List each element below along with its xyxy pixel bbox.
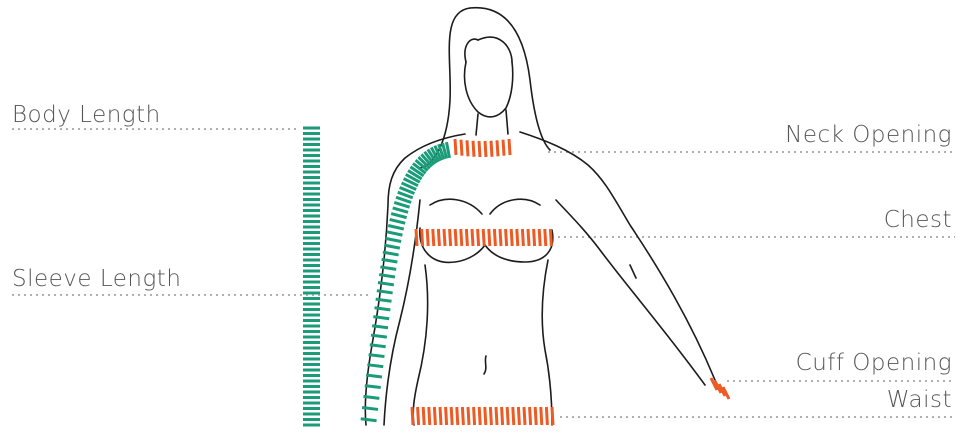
waist-dash [541,407,542,425]
chest-dash [433,229,434,246]
waist-dash [457,407,458,425]
sleeve-length-dash [376,299,392,301]
waist-dash [474,407,475,425]
waist-dash [530,407,531,425]
sleeve-length-dash [377,291,393,293]
waist-dash [490,407,491,425]
sleeve-length-dash [373,317,389,319]
waist-label: Waist [887,389,952,412]
neck-opening-dash [497,140,498,156]
chest-dash [550,229,551,246]
chest-marker [416,229,551,246]
sleeve-length-label: Sleeve Length [12,268,181,291]
sleeve-length-dash [396,197,411,202]
sleeve-length-dash [365,386,381,388]
waist-dash [434,407,435,425]
body-length-marker [303,128,320,425]
waist-marker [412,407,553,425]
neck-opening-label: Neck Opening [785,124,952,147]
waist-dash [446,407,447,425]
chest-dash [450,229,451,246]
body-silhouette-figure [365,8,715,425]
chest-dash [511,229,512,246]
sleeve-length-dash [370,345,386,347]
neck-opening-dash [455,139,456,155]
neck-opening-marker [455,139,510,157]
neck-opening-dash [473,141,474,157]
chest-dash [478,229,479,246]
sleeve-length-dash [393,208,408,212]
cuff-opening-marker [711,378,729,399]
waist-dash [423,407,424,425]
chest-dash [444,229,445,246]
sleeve-length-dash [388,225,404,229]
sleeve-length-dash [384,245,400,248]
waist-dash [418,407,419,425]
chest-dash [494,229,495,246]
neck-opening-dash [485,141,486,157]
chest-dash [483,229,484,246]
waist-dash [440,407,441,425]
waist-dash [507,407,508,425]
chest-dash [472,229,473,246]
neck-opening-dash [479,141,480,157]
sleeve-length-dash [372,326,388,328]
waist-dash [502,407,503,425]
chest-dash [534,229,535,246]
waist-dash [518,407,519,425]
chest-dash [545,229,546,246]
chest-dash [506,229,507,246]
sleeve-length-dash [369,355,385,357]
chest-dash [427,229,428,246]
waist-dash [496,407,497,425]
chest-dash [522,229,523,246]
neck-opening-dash [461,140,462,156]
waist-dash [513,407,514,425]
sleeve-length-marker [361,142,450,421]
sleeve-length-dash [375,308,391,310]
waist-dash [524,407,525,425]
chest-dash [461,229,462,246]
chest-dash [466,229,467,246]
sleeve-length-dash [387,232,403,235]
waist-dash [412,407,413,425]
waist-dash [535,407,536,425]
chest-dash [416,229,417,246]
sleeve-length-dash [391,214,406,218]
chest-label: Chest [884,209,952,232]
neck-opening-dash [509,139,510,155]
waist-dash [546,407,547,425]
sleeve-length-dash [367,365,383,367]
sleeve-length-dash [390,219,406,223]
sleeve-length-dash [385,238,401,241]
chest-dash [489,229,490,246]
sleeve-length-dash [394,202,409,207]
neck-opening-dash [491,141,492,157]
neck-opening-dash [467,140,468,156]
chest-dash [539,229,540,246]
chest-dash [438,229,439,246]
chest-dash [455,229,456,246]
waist-dash [429,407,430,425]
waist-dash [552,407,553,425]
waist-dash [485,407,486,425]
chest-dash [528,229,529,246]
body-length-label: Body Length [12,104,161,127]
sleeve-length-dash [362,407,378,409]
sleeve-length-dash [361,419,377,421]
sleeve-length-dash [371,335,387,337]
sleeve-length-dash [366,375,382,377]
neck-opening-dash [503,140,504,156]
waist-dash [462,407,463,425]
waist-dash [451,407,452,425]
chest-dash [500,229,501,246]
waist-dash [479,407,480,425]
chest-dash [517,229,518,246]
sleeve-length-dash [363,396,379,398]
cuff-opening-label: Cuff Opening [796,352,952,375]
chest-dash [422,229,423,246]
waist-dash [468,407,469,425]
